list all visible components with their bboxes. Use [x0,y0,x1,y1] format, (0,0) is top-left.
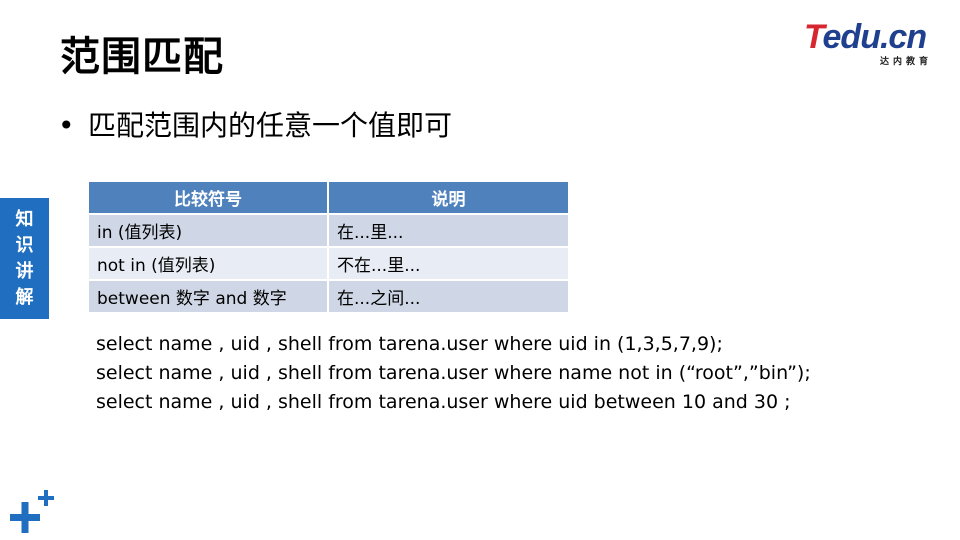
table-cell: 在...里... [327,213,570,248]
side-tab-char: 识 [15,234,34,256]
table-header-row: 比较符号 说明 [87,180,570,215]
sql-examples: select name , uid , shell from tarena.us… [96,330,811,417]
logo-wordmark: Tedu.cn [804,18,927,56]
section-side-tab: 知 识 讲 解 [0,198,49,319]
plus-decoration-icon [10,490,54,533]
table-cell: 在...之间... [327,279,570,314]
page-title: 范围匹配 [60,34,224,80]
table-cell: in (值列表) [87,213,329,248]
bullet-icon: • [58,109,75,142]
side-tab-char: 解 [15,286,34,308]
table-row: between 数字 and 数字 在...之间... [87,279,570,314]
logo-tagline: 达内教育 [879,57,932,67]
code-line: select name , uid , shell from tarena.us… [96,333,723,355]
side-tab-char: 讲 [15,260,34,282]
code-line: select name , uid , shell from tarena.us… [96,391,791,413]
table-header-operator: 比较符号 [87,180,329,215]
bullet-text: 匹配范围内的任意一个值即可 [88,109,453,142]
tedu-logo: Tedu.cn 达内教育 [800,18,940,70]
table-cell: 不在...里... [327,246,570,281]
table-row: not in (值列表) 不在...里... [87,246,570,281]
table-cell: between 数字 and 数字 [87,279,329,314]
table-cell: not in (值列表) [87,246,329,281]
table-row: in (值列表) 在...里... [87,213,570,248]
side-tab-char: 知 [15,208,34,230]
bullet-point: • 匹配范围内的任意一个值即可 [58,104,452,144]
table-header-description: 说明 [327,180,570,215]
comparison-table: 比较符号 说明 in (值列表) 在...里... not in (值列表) 不… [87,180,570,314]
code-line: select name , uid , shell from tarena.us… [96,362,811,384]
